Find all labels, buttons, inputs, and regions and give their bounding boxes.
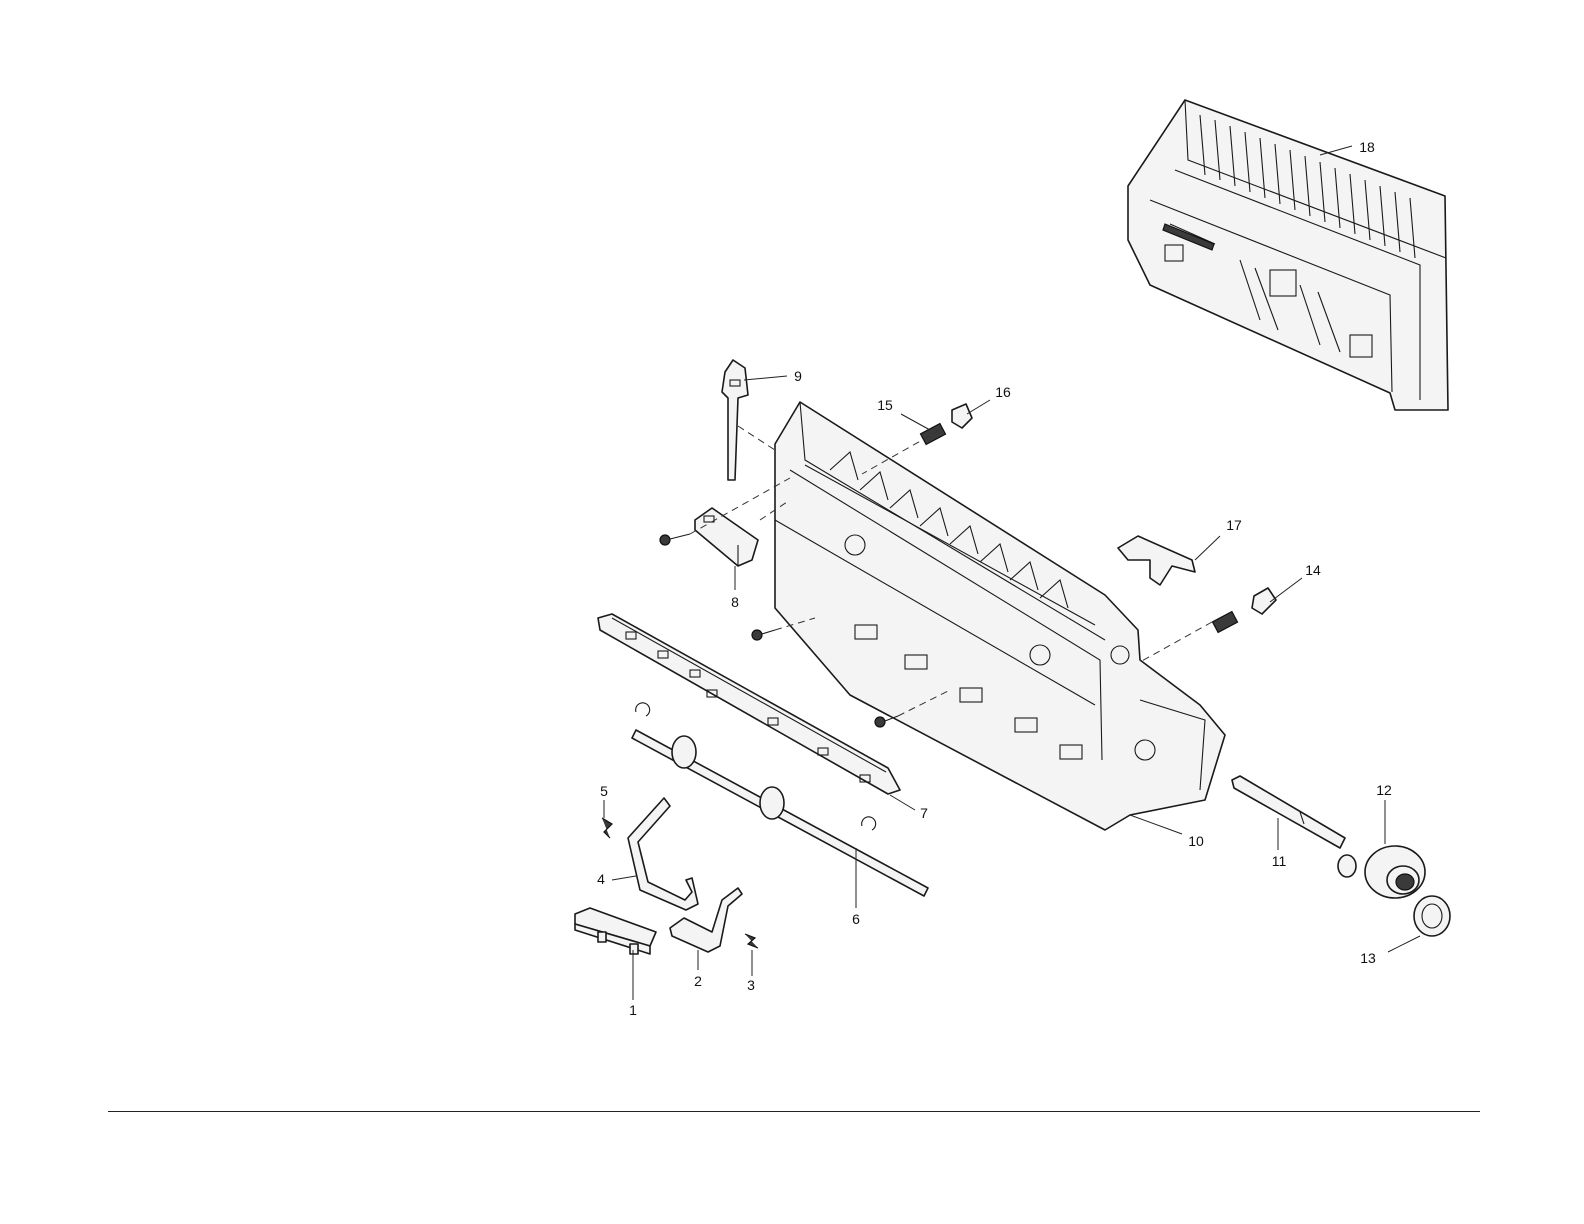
- callout-7: 7: [920, 805, 928, 821]
- callout-8: 8: [731, 594, 739, 610]
- callout-18: 18: [1359, 139, 1375, 155]
- part-16-clip: [952, 404, 972, 428]
- part-17-lever: [1118, 536, 1195, 585]
- part-13-gear: [1414, 896, 1450, 936]
- footer-divider: [108, 1111, 1480, 1112]
- part-18-assembly: [1128, 100, 1448, 410]
- callout-11: 11: [1272, 853, 1287, 869]
- part-12-clutch: [1338, 846, 1425, 898]
- callout-16: 16: [995, 384, 1011, 400]
- part-11-shaft: [1232, 776, 1345, 848]
- part-9-bracket: [722, 360, 748, 480]
- screw-2: [752, 630, 775, 640]
- part-5-spring: [602, 818, 612, 838]
- callout-3: 3: [747, 977, 755, 993]
- part-4-arm: [628, 798, 698, 910]
- callout-1: 1: [629, 1002, 637, 1018]
- screw-3: [875, 716, 898, 727]
- callout-17: 17: [1226, 517, 1242, 533]
- callout-10: 10: [1188, 833, 1204, 849]
- callout-13: 13: [1360, 950, 1376, 966]
- part-1-cover: [575, 908, 656, 954]
- callout-5: 5: [600, 783, 608, 799]
- callout-14: 14: [1305, 562, 1321, 578]
- callout-6: 6: [852, 911, 860, 927]
- callout-2: 2: [694, 973, 702, 989]
- callout-4: 4: [597, 871, 605, 887]
- part-3-spring: [745, 934, 758, 948]
- screw-1: [660, 534, 690, 545]
- callout-15: 15: [877, 397, 893, 413]
- part-8-bracket: [695, 508, 758, 566]
- callout-9: 9: [794, 368, 802, 384]
- part-14-clip: [1212, 588, 1276, 632]
- callout-12: 12: [1376, 782, 1392, 798]
